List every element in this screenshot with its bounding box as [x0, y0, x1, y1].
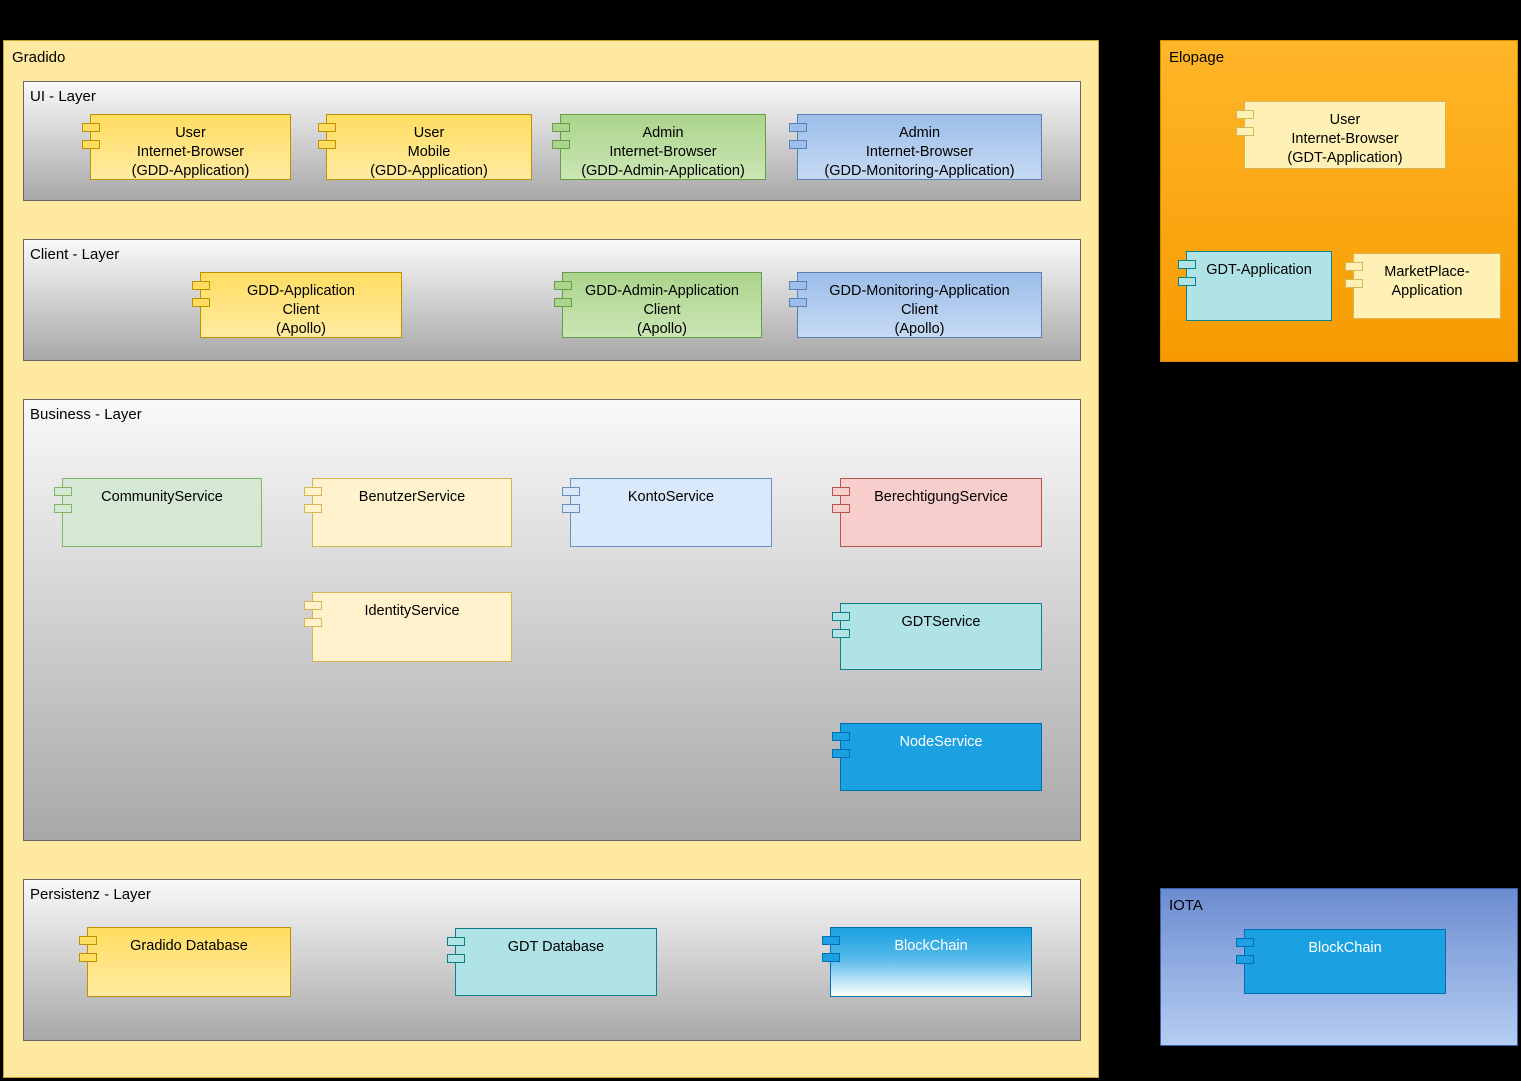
component-gdd-monitoring-application-client: GDD-Monitoring-Application Client (Apoll… [789, 272, 1042, 338]
uml-port-icon [832, 504, 850, 513]
uml-port-icon [789, 298, 807, 307]
uml-port-icon [1345, 279, 1363, 288]
component-label: BerechtigungService [874, 489, 1008, 505]
component-label: Admin Internet-Browser (GDD-Monitoring-A… [824, 125, 1015, 179]
uml-port-icon [79, 936, 97, 945]
component-label: GDT Database [507, 939, 605, 955]
component-label: User Mobile (GDD-Application) [370, 125, 488, 179]
component-iota-blockchain: BlockChain [1236, 929, 1446, 994]
uml-port-icon [832, 629, 850, 638]
uml-port-icon [304, 504, 322, 513]
uml-port-icon [789, 140, 807, 149]
component-label: IdentityService [364, 603, 460, 619]
uml-port-icon [562, 487, 580, 496]
component-identityservice: IdentityService [304, 592, 512, 662]
component-label: MarketPlace- Application [1384, 264, 1470, 299]
component-gradido-database: Gradido Database [79, 927, 291, 997]
persistenz-layer: Persistenz - Layer Gradido Database GDT … [23, 879, 1081, 1041]
uml-port-icon [1236, 127, 1254, 136]
business-layer: Business - Layer CommunityService Benutz… [23, 399, 1081, 841]
uml-port-icon [789, 281, 807, 290]
component-label: User Internet-Browser (GDD-Application) [131, 125, 250, 179]
ui-layer: UI - Layer User Internet-Browser (GDD-Ap… [23, 81, 1081, 201]
component-label: KontoService [627, 489, 715, 505]
component-label: User Internet-Browser (GDT-Application) [1287, 112, 1403, 166]
elopage-container: Elopage User Internet-Browser (GDT-Appli… [1160, 40, 1518, 362]
uml-port-icon [192, 298, 210, 307]
component-label: BlockChain [1308, 940, 1382, 956]
client-layer: Client - Layer GDD-Application Client (A… [23, 239, 1081, 361]
component-label: Admin Internet-Browser (GDD-Admin-Applic… [581, 125, 745, 179]
component-label: GDT-Application [1206, 262, 1312, 278]
component-gdtservice: GDTService [832, 603, 1042, 670]
iota-container: IOTA BlockChain [1160, 888, 1518, 1046]
uml-port-icon [54, 504, 72, 513]
uml-port-icon [832, 612, 850, 621]
uml-port-icon [554, 298, 572, 307]
uml-port-icon [552, 140, 570, 149]
uml-port-icon [1236, 938, 1254, 947]
uml-port-icon [832, 487, 850, 496]
uml-port-icon [822, 953, 840, 962]
gradido-container-title: Gradido [12, 49, 66, 66]
elopage-container-title: Elopage [1169, 49, 1225, 66]
component-berechtigungservice: BerechtigungService [832, 478, 1042, 547]
uml-port-icon [822, 936, 840, 945]
uml-port-icon [1345, 262, 1363, 271]
uml-port-icon [82, 123, 100, 132]
gradido-container: Gradido UI - Layer User Internet-Browser… [3, 40, 1099, 1078]
component-kontoservice: KontoService [562, 478, 772, 547]
component-label: GDD-Application Client (Apollo) [247, 283, 355, 337]
component-user-internet-browser-gdd: User Internet-Browser (GDD-Application) [82, 114, 291, 180]
component-marketplace-application: MarketPlace- Application [1345, 253, 1501, 319]
component-gdd-application-client: GDD-Application Client (Apollo) [192, 272, 402, 338]
uml-port-icon [789, 123, 807, 132]
component-benutzerservice: BenutzerService [304, 478, 512, 547]
uml-port-icon [1236, 955, 1254, 964]
component-nodeservice: NodeService [832, 723, 1042, 791]
uml-port-icon [562, 504, 580, 513]
component-gdt-application: GDT-Application [1178, 251, 1332, 321]
component-admin-internet-browser-gdd-admin: Admin Internet-Browser (GDD-Admin-Applic… [552, 114, 766, 180]
uml-port-icon [832, 732, 850, 741]
component-blockchain: BlockChain [822, 927, 1032, 997]
ui-layer-title: UI - Layer [30, 88, 96, 105]
client-layer-title: Client - Layer [30, 246, 120, 263]
uml-port-icon [552, 123, 570, 132]
uml-port-icon [1178, 277, 1196, 286]
uml-port-icon [79, 953, 97, 962]
uml-port-icon [82, 140, 100, 149]
uml-port-icon [304, 618, 322, 627]
uml-port-icon [54, 487, 72, 496]
component-label: BenutzerService [358, 489, 466, 505]
component-admin-internet-browser-gdd-monitoring: Admin Internet-Browser (GDD-Monitoring-A… [789, 114, 1042, 180]
component-gdt-database: GDT Database [447, 928, 657, 996]
component-label: BlockChain [894, 938, 968, 954]
uml-port-icon [318, 123, 336, 132]
component-gdd-admin-application-client: GDD-Admin-Application Client (Apollo) [554, 272, 762, 338]
uml-port-icon [318, 140, 336, 149]
component-label: Gradido Database [130, 938, 248, 954]
iota-container-title: IOTA [1169, 897, 1203, 914]
uml-port-icon [1178, 260, 1196, 269]
business-layer-title: Business - Layer [30, 406, 142, 423]
uml-port-icon [554, 281, 572, 290]
uml-port-icon [447, 937, 465, 946]
uml-port-icon [304, 487, 322, 496]
component-communityservice: CommunityService [54, 478, 262, 547]
component-label: GDD-Monitoring-Application Client (Apoll… [829, 283, 1010, 337]
component-user-mobile-gdd: User Mobile (GDD-Application) [318, 114, 532, 180]
component-label: NodeService [899, 734, 983, 750]
persistenz-layer-title: Persistenz - Layer [30, 886, 151, 903]
component-label: GDTService [901, 614, 981, 630]
uml-port-icon [1236, 110, 1254, 119]
uml-port-icon [832, 749, 850, 758]
uml-port-icon [192, 281, 210, 290]
uml-port-icon [447, 954, 465, 963]
uml-port-icon [304, 601, 322, 610]
component-label: CommunityService [101, 489, 223, 505]
component-user-internet-browser-gdt: User Internet-Browser (GDT-Application) [1236, 101, 1446, 169]
component-label: GDD-Admin-Application Client (Apollo) [585, 283, 739, 337]
